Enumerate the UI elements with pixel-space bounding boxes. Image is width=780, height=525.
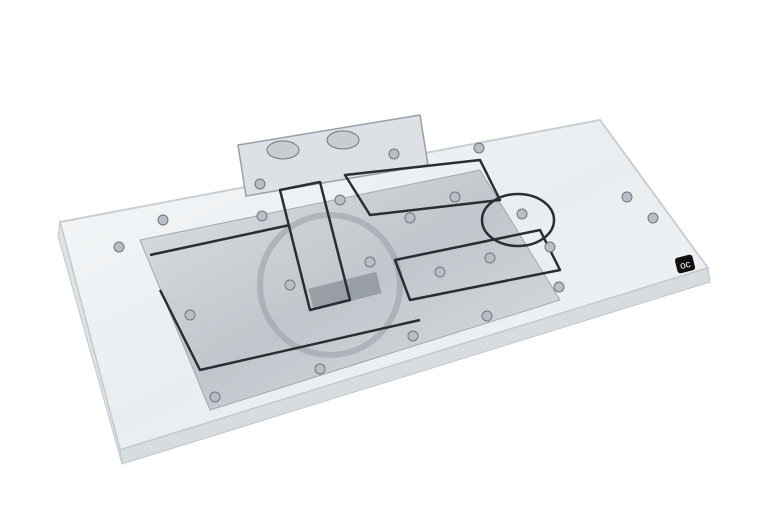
svg-text:oc: oc	[679, 259, 692, 272]
screws	[113, 142, 659, 403]
brand-logo-icon: oc	[674, 254, 696, 274]
o-ring-channels	[149, 158, 562, 372]
cold-plate	[139, 169, 561, 411]
terminal-bridge	[237, 114, 429, 197]
